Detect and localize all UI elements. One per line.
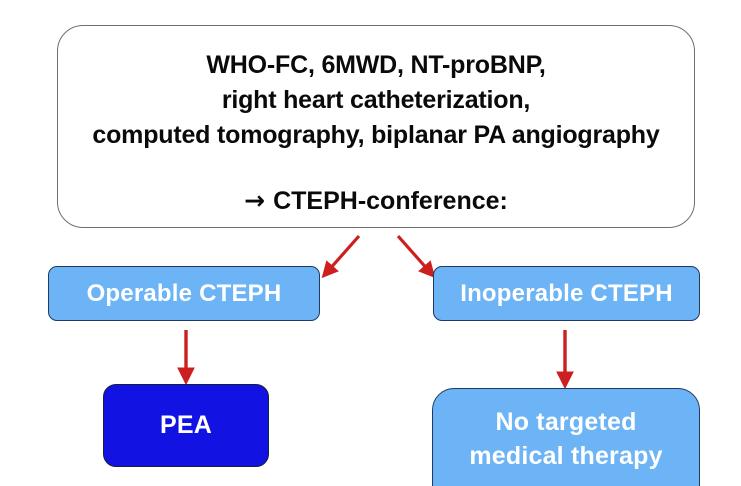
therapy-line-1: No targeted: [495, 408, 637, 436]
branch-right-arrow: [396, 234, 436, 279]
node-inoperable-cteph-label: Inoperable CTEPH: [460, 279, 673, 307]
node-pea[interactable]: PEA: [103, 384, 269, 467]
assessment-line-3: computed tomography, biplanar PA angiogr…: [92, 121, 660, 149]
node-no-targeted-medical-therapy-label: No targeted medical therapy: [469, 405, 662, 473]
assessment-line-2: right heart catheterization,: [221, 86, 531, 114]
node-inoperable-cteph[interactable]: Inoperable CTEPH: [433, 266, 700, 321]
assessment-line-1: WHO-FC, 6MWD, NT-proBNP,: [206, 51, 546, 79]
node-operable-cteph-label: Operable CTEPH: [86, 279, 282, 307]
branch-left-arrow: [321, 234, 361, 279]
therapy-line-2: medical therapy: [469, 442, 663, 470]
ctephconference-label: →CTEPH-conference:: [244, 186, 508, 216]
node-no-targeted-medical-therapy[interactable]: No targeted medical therapy: [432, 388, 700, 486]
ctephconference-text: CTEPH-conference:: [273, 187, 508, 215]
right-arrow-icon: →: [244, 186, 266, 215]
assessment-box: WHO-FC, 6MWD, NT-proBNP, right heart cat…: [57, 25, 695, 228]
node-pea-label: PEA: [159, 411, 212, 439]
node-operable-cteph[interactable]: Operable CTEPH: [48, 266, 320, 321]
